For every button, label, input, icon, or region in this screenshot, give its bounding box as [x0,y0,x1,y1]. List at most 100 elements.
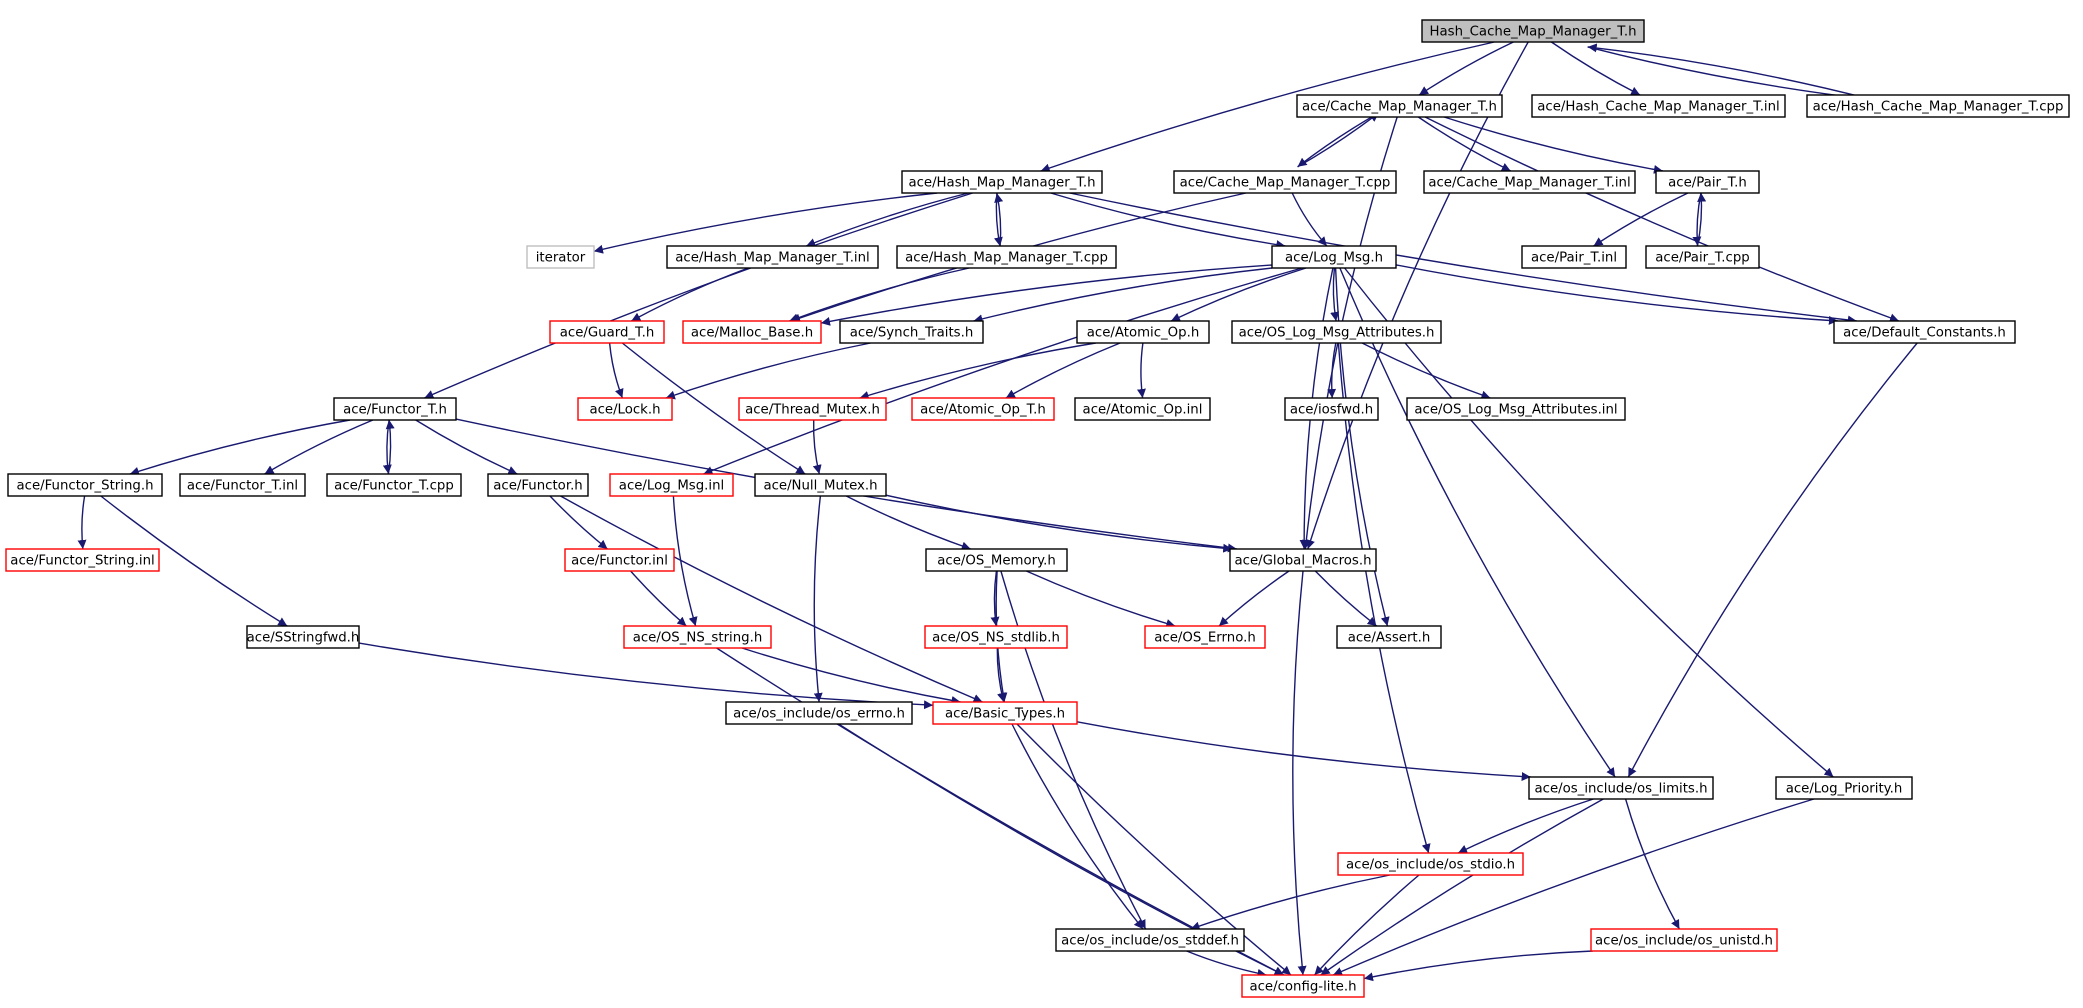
node-root[interactable]: Hash_Cache_Map_Manager_T.h [1421,19,1645,43]
node-iosfwd[interactable]: ace/iosfwd.h [1284,397,1379,421]
edge-atomic_h-to-atomic_inl [1137,342,1146,399]
node-logmsg-inl[interactable]: ace/Log_Msg.inl [609,473,734,497]
node-iterator[interactable]: iterator [526,245,595,269]
node-pair-cpp[interactable]: ace/Pair_T.cpp [1645,245,1760,269]
edge-os_limits-to-os_unistd [1624,798,1681,930]
node-log-priority[interactable]: ace/Log_Priority.h [1775,776,1913,800]
node-box [754,473,887,497]
node-label: ace/Hash_Map_Manager_T.inl [675,251,870,266]
node-label: ace/Log_Msg.h [1285,251,1383,266]
edge-null_mutex-to-os_errno [813,495,823,703]
node-hmm-h[interactable]: ace/Hash_Map_Manager_T.h [901,170,1103,194]
edge-basic_types-to-os_stddef [1011,723,1144,930]
node-oslma-h[interactable]: ace/OS_Log_Msg_Attributes.h [1231,320,1442,344]
node-box [333,397,457,421]
node-label: ace/config-lite.h [1249,980,1356,995]
node-functor-t-h[interactable]: ace/Functor_T.h [333,397,457,421]
node-basic-types[interactable]: ace/Basic_Types.h [932,701,1078,725]
node-oslma-inl[interactable]: ace/OS_Log_Msg_Attributes.inl [1406,397,1626,421]
edge-sstringfwd-to-basic_types [358,642,934,710]
edge-hmm_h-to-functor_t_h [424,192,973,399]
edge-cmm_h-to-pair_h [1443,116,1664,174]
node-atomic-inl[interactable]: ace/Atomic_Op.inl [1074,397,1211,421]
node-label: Hash_Cache_Map_Manager_T.h [1430,25,1637,40]
node-label: ace/Thread_Mutex.h [745,403,880,418]
node-null-mutex[interactable]: ace/Null_Mutex.h [754,473,887,497]
node-os-ns-string[interactable]: ace/OS_NS_string.h [623,625,772,649]
edge-guard-to-null_mutex [621,342,806,475]
node-malloc[interactable]: ace/Malloc_Base.h [682,320,822,344]
node-atomic-h[interactable]: ace/Atomic_Op.h [1076,320,1210,344]
node-hmm-inl[interactable]: ace/Hash_Map_Manager_T.inl [666,245,879,269]
node-label: iterator [536,251,586,266]
node-box [526,245,595,269]
node-box [1336,625,1442,649]
edge-hmm_cpp-to-hmm_h [994,193,1004,247]
edge-synch-to-lock [665,342,871,400]
node-functor-inl[interactable]: ace/Functor.inl [564,548,675,572]
node-os-unistd[interactable]: ace/os_include/os_unistd.h [1590,928,1778,952]
node-cmm-h[interactable]: ace/Cache_Map_Manager_T.h [1296,94,1503,118]
node-pair-h[interactable]: ace/Pair_T.h [1655,170,1760,194]
node-label: ace/Lock.h [589,403,660,418]
node-label: ace/Global_Macros.h [1234,554,1371,569]
edge-log_priority-to-config_lite [1332,798,1815,976]
edge-oslma_h-to-oslma_inl [1361,342,1491,400]
node-box [1528,776,1714,800]
node-label: ace/os_include/os_unistd.h [1595,934,1773,949]
edge-os_memory-to-os_errno_ace [1026,570,1176,628]
node-functor-t-inl[interactable]: ace/Functor_T.inl [179,473,306,497]
node-sstringfwd[interactable]: ace/SStringfwd.h [246,625,360,649]
node-hmm-cpp[interactable]: ace/Hash_Map_Manager_T.cpp [896,245,1117,269]
node-functor-string-h[interactable]: ace/Functor_String.h [7,473,163,497]
edge-guard-to-lock [608,342,624,399]
edge-logmsg_h-to-defconst [1395,264,1838,325]
node-hcmm-inl[interactable]: ace/Hash_Cache_Map_Manager_T.inl [1531,94,1786,118]
edge-functor_h-to-basic_types [560,495,983,703]
node-defconst[interactable]: ace/Default_Constants.h [1833,320,2016,344]
node-box [487,473,589,497]
edge-null_mutex-to-global_macros [885,494,1233,553]
node-atomic-t[interactable]: ace/Atomic_Op_T.h [911,397,1055,421]
node-os-stddef[interactable]: ace/os_include/os_stddef.h [1055,928,1245,952]
node-label: ace/Pair_T.inl [1531,251,1617,266]
node-label: ace/Hash_Cache_Map_Manager_T.cpp [1813,100,2064,115]
edge-os_ns_string-to-basic_types [741,647,961,705]
node-os-limits[interactable]: ace/os_include/os_limits.h [1528,776,1714,800]
node-os-errno[interactable]: ace/os_include/os_errno.h [725,701,913,725]
node-functor-string-inl[interactable]: ace/Functor_String.inl [5,548,160,572]
edge-os_ns_stdlib-to-basic_types [996,647,1006,703]
node-label: ace/Functor_T.cpp [334,479,454,494]
node-label: ace/Cache_Map_Manager_T.inl [1428,176,1630,191]
node-synch[interactable]: ace/Synch_Traits.h [839,320,984,344]
node-box [1775,776,1913,800]
node-box [1229,548,1377,572]
node-box [901,170,1103,194]
node-os-memory[interactable]: ace/OS_Memory.h [925,548,1068,572]
node-os-errno-ace[interactable]: ace/OS_Errno.h [1144,625,1266,649]
node-box [1074,397,1211,421]
node-lock[interactable]: ace/Lock.h [577,397,673,421]
node-functor-h[interactable]: ace/Functor.h [487,473,589,497]
edge-root-to-hmm_h [1040,41,1495,173]
node-hcmm-cpp[interactable]: ace/Hash_Cache_Map_Manager_T.cpp [1806,94,2070,118]
node-assert[interactable]: ace/Assert.h [1336,625,1442,649]
edge-os_memory-to-os_stddef [1000,570,1147,930]
node-cmm-cpp[interactable]: ace/Cache_Map_Manager_T.cpp [1173,170,1397,194]
node-label: ace/Cache_Map_Manager_T.cpp [1180,176,1391,191]
node-pair-inl[interactable]: ace/Pair_T.inl [1521,245,1627,269]
node-cmm-inl[interactable]: ace/Cache_Map_Manager_T.inl [1423,170,1636,194]
node-guard[interactable]: ace/Guard_T.h [549,320,665,344]
node-logmsg-h[interactable]: ace/Log_Msg.h [1271,245,1397,269]
node-box [623,625,772,649]
node-box [1055,928,1245,952]
node-os-ns-stdlib[interactable]: ace/OS_NS_stdlib.h [924,625,1068,649]
node-functor-t-cpp[interactable]: ace/Functor_T.cpp [326,473,462,497]
node-global-macros[interactable]: ace/Global_Macros.h [1229,548,1377,572]
node-label: ace/Default_Constants.h [1843,326,2006,341]
node-thread-mutex[interactable]: ace/Thread_Mutex.h [738,397,887,421]
edge-logmsg_inl-to-os_ns_string [672,495,698,627]
node-os-stdio[interactable]: ace/os_include/os_stdio.h [1337,852,1524,876]
node-config-lite[interactable]: ace/config-lite.h [1241,974,1365,998]
node-box [1521,245,1627,269]
